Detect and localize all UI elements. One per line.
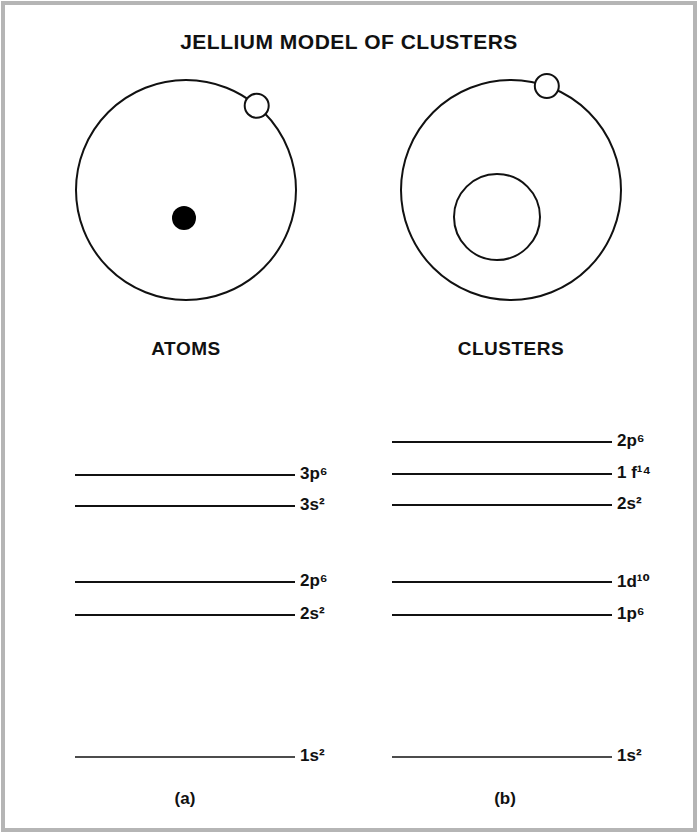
level-line	[75, 581, 295, 583]
outer-circle	[401, 80, 621, 300]
circle-outline	[365, 64, 657, 316]
level-line	[75, 474, 295, 476]
level-label: 2p⁶	[300, 571, 328, 591]
outer-circle	[76, 80, 296, 300]
panel-label: (a)	[175, 789, 196, 809]
level-line	[392, 756, 612, 758]
level-label: 1s²	[617, 746, 642, 766]
nucleus	[172, 206, 196, 230]
level-line	[75, 505, 295, 507]
electron	[535, 74, 559, 98]
node-label: ATOMS	[40, 338, 332, 360]
energy-levels	[75, 442, 612, 757]
level-line	[392, 581, 612, 583]
circle-node: CLUSTERS	[365, 64, 657, 364]
level-label: 3p⁶	[300, 464, 328, 484]
level-line	[392, 504, 612, 506]
level-line	[392, 614, 612, 616]
node-label: CLUSTERS	[365, 338, 657, 360]
ionic-core	[454, 174, 540, 260]
level-label: 2p⁶	[617, 431, 645, 451]
level-label: 1d¹⁰	[617, 571, 650, 592]
level-label: 1s²	[300, 746, 325, 766]
title: JELLIUM MODEL OF CLUSTERS	[0, 30, 698, 54]
electron	[245, 94, 269, 118]
frame	[3, 3, 695, 830]
circle-outline	[40, 64, 332, 316]
panel-label: (b)	[494, 789, 516, 809]
circle-node: ATOMS	[40, 64, 332, 364]
level-label: 1p⁶	[617, 604, 645, 624]
level-label: 3s²	[300, 495, 325, 515]
level-line	[75, 756, 295, 758]
level-label: 2s²	[617, 494, 642, 514]
level-line	[392, 473, 612, 475]
level-line	[75, 614, 295, 616]
level-label: 2s²	[300, 604, 325, 624]
level-label: 1 f¹⁴	[617, 463, 651, 483]
level-line	[392, 441, 612, 443]
